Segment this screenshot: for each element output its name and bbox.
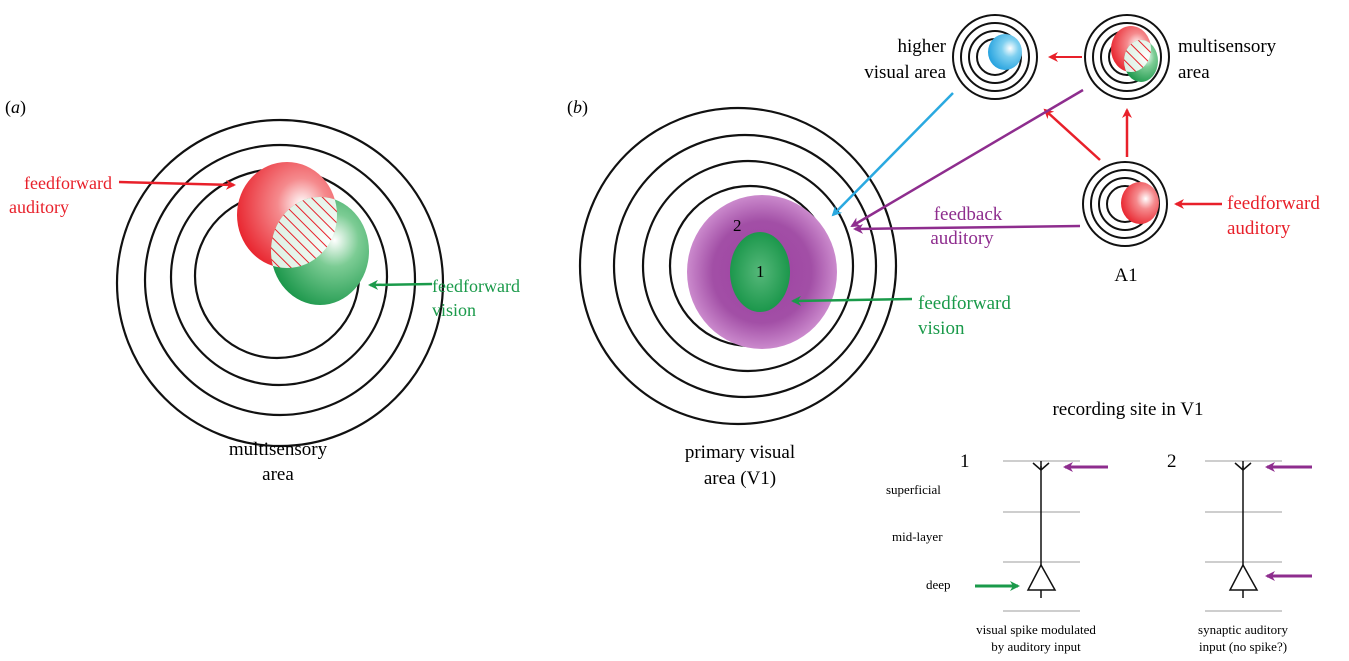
higher-visual-blob — [988, 34, 1022, 70]
overlap-hatch — [271, 197, 337, 268]
multisensory-area-caption-1: multisensory — [229, 439, 328, 460]
feedback-auditory-label-2: auditory — [930, 228, 994, 249]
site-2-caption-1: synaptic auditory — [1198, 622, 1288, 637]
a1-input-label-1: feedforward — [1227, 193, 1320, 214]
v1-feedforward-vision-arrow — [791, 295, 913, 306]
a1-to-higher-arrow — [1043, 108, 1101, 161]
panel-b: (b) 2 1 primary visual area (V1) feedfor… — [567, 14, 1320, 489]
higher-visual-label-1: higher — [897, 36, 946, 57]
site-1-number: 1 — [960, 451, 970, 472]
site-1-column: 1 visual spike modulated by auditory inp… — [960, 451, 1108, 654]
panel-a-label: (a) — [5, 97, 26, 118]
site-2-marker: 2 — [733, 216, 742, 235]
site-1-marker: 1 — [756, 262, 765, 281]
feedforward-auditory-label-a2: auditory — [9, 197, 69, 217]
panel-b-label: (b) — [567, 97, 588, 118]
v1-caption-1: primary visual — [685, 442, 795, 463]
feedforward-auditory-label-a1: feedforward — [24, 173, 112, 193]
site-2-caption-2: input (no spike?) — [1199, 639, 1287, 654]
site-2-column: 2 synaptic auditory input (no spike?) — [1167, 451, 1312, 654]
multisensory-area-caption-2: area — [262, 464, 294, 485]
a1-input-label-2: auditory — [1227, 218, 1291, 239]
neuron-2 — [1228, 461, 1259, 598]
site-1-caption-2: by auditory input — [991, 639, 1081, 654]
layer-superficial-label: superficial — [886, 482, 941, 497]
feedforward-vision-label-a2: vision — [432, 300, 476, 320]
site-2-number: 2 — [1167, 451, 1177, 472]
feedback-auditory-label-1: feedback — [934, 204, 1003, 225]
v1-feedforward-vision-label-2: vision — [918, 318, 965, 339]
a1-to-v1-feedback-arrow — [853, 223, 1081, 234]
feedforward-vision-label-a1: feedforward — [432, 276, 520, 296]
recording-inset: recording site in V1 superficial mid-lay… — [886, 399, 1312, 654]
a1-auditory-blob — [1121, 182, 1159, 224]
v1-caption-2: area (V1) — [704, 468, 776, 489]
multisensory-b-label-2: area — [1178, 62, 1210, 83]
a1-label: A1 — [1114, 265, 1137, 286]
feedforward-vision-arrow — [368, 279, 433, 290]
panel-a: (a) feedforward auditory feedforward vis… — [5, 97, 520, 485]
layer-deep-label: deep — [926, 577, 951, 592]
multisensory-to-v1-arrow — [850, 88, 1084, 228]
higher-to-v1-arrow — [831, 92, 954, 217]
higher-visual-label-2: visual area — [864, 62, 946, 83]
layer-mid-label: mid-layer — [892, 529, 943, 544]
site-1-caption-1: visual spike modulated — [976, 622, 1096, 637]
feedforward-auditory-arrow — [118, 179, 236, 190]
recording-title: recording site in V1 — [1052, 399, 1203, 420]
higher-visual-area-rings — [952, 14, 1038, 100]
neuron-1 — [1026, 461, 1057, 598]
multisensory-b-label-1: multisensory — [1178, 36, 1277, 57]
v1-visual-field-blob — [730, 232, 790, 312]
v1-feedforward-vision-label-1: feedforward — [918, 293, 1011, 314]
